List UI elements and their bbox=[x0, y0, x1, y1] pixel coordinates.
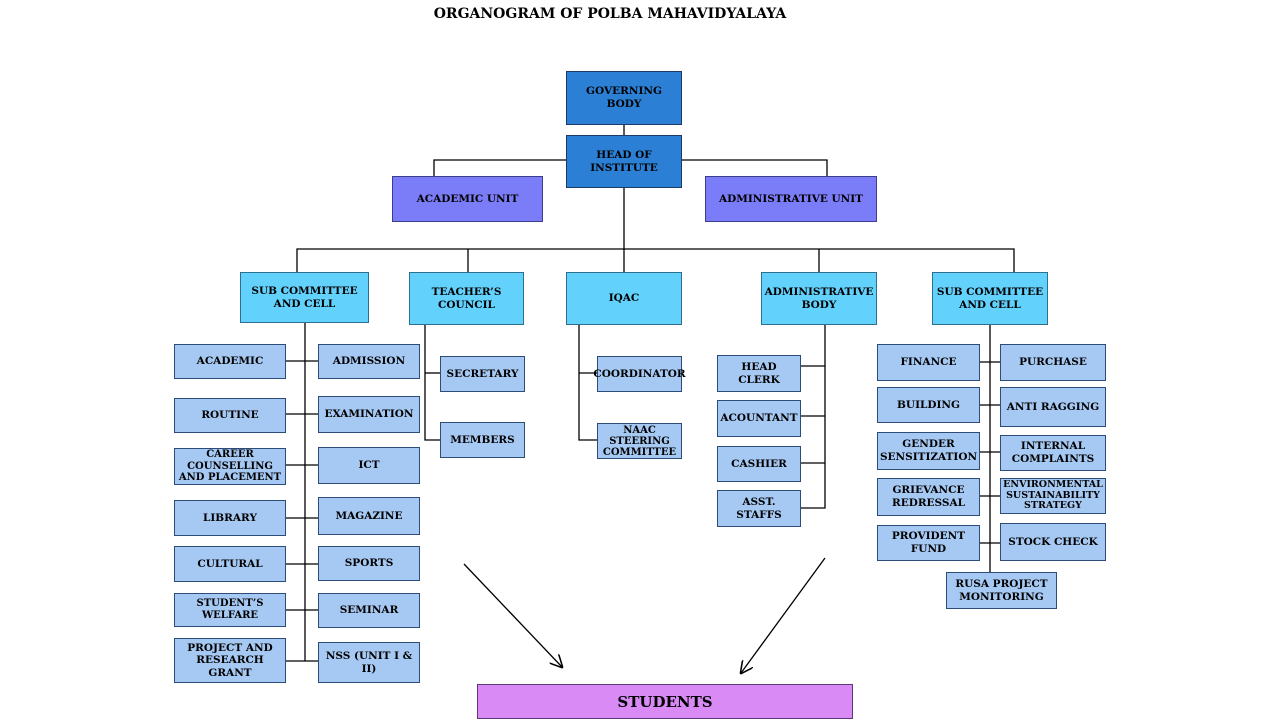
cell-magazine: MAGAZINE bbox=[318, 497, 420, 535]
cell-provident-fund: PROVIDENT FUND bbox=[877, 525, 980, 561]
cell-stock-check: STOCK CHECK bbox=[1000, 523, 1106, 561]
cell-grievance-redressal: GRIEVANCE REDRESSAL bbox=[877, 478, 980, 516]
sub-committee-left-box: SUB COMMITTEE AND CELL bbox=[240, 272, 369, 323]
cell-sports: SPORTS bbox=[318, 546, 420, 581]
cell-students-welfare: STUDENT’S WELFARE bbox=[174, 593, 286, 627]
members-box: MEMBERS bbox=[440, 422, 525, 458]
cell-building: BUILDING bbox=[877, 387, 980, 423]
page-title: ORGANOGRAM OF POLBA MAHAVIDYALAYA bbox=[433, 6, 787, 22]
acountant-box: ACOUNTANT bbox=[717, 400, 801, 437]
cell-internal-complaints: INTERNAL COMPLAINTS bbox=[1000, 435, 1106, 471]
cell-nss: NSS (UNIT I & II) bbox=[318, 642, 420, 683]
cell-library: LIBRARY bbox=[174, 500, 286, 536]
secretary-box: SECRETARY bbox=[440, 356, 525, 392]
cell-admission: ADMISSION bbox=[318, 344, 420, 379]
cell-examination: EXAMINATION bbox=[318, 396, 420, 433]
head-clerk-box: HEAD CLERK bbox=[717, 355, 801, 392]
cell-purchase: PURCHASE bbox=[1000, 344, 1106, 381]
cell-academic: ACADEMIC bbox=[174, 344, 286, 379]
cashier-box: CASHIER bbox=[717, 446, 801, 482]
cell-rusa-project-monitoring: RUSA PROJECT MONITORING bbox=[946, 572, 1057, 609]
cell-gender-sensitization: GENDER SENSITIZATION bbox=[877, 432, 980, 470]
cell-seminar: SEMINAR bbox=[318, 593, 420, 628]
cell-career-counselling: CAREER COUNSELLING AND PLACEMENT bbox=[174, 448, 286, 485]
cell-ict: ICT bbox=[318, 447, 420, 484]
cell-cultural: CULTURAL bbox=[174, 546, 286, 582]
iqac-box: IQAC bbox=[566, 272, 682, 325]
cell-project-research-grant: PROJECT AND RESEARCH GRANT bbox=[174, 638, 286, 683]
teachers-council-box: TEACHER’S COUNCIL bbox=[409, 272, 524, 325]
academic-unit-box: ACADEMIC UNIT bbox=[392, 176, 543, 222]
governing-body-box: GOVERNING BODY bbox=[566, 71, 682, 125]
coordinator-box: COORDINATOR bbox=[593, 356, 686, 392]
students-box: STUDENTS bbox=[477, 684, 853, 719]
sub-committee-right-box: SUB COMMITTEE AND CELL bbox=[932, 272, 1048, 325]
naac-steering-committee-box: NAAC STEERING COMMITTEE bbox=[597, 423, 682, 459]
administrative-body-box: ADMINISTRATIVE BODY bbox=[761, 272, 877, 325]
head-of-institute-box: HEAD OF INSTITUTE bbox=[566, 135, 682, 188]
administrative-unit-box: ADMINISTRATIVE UNIT bbox=[705, 176, 877, 222]
cell-finance: FINANCE bbox=[877, 344, 980, 381]
cell-environmental-sustainability: ENVIRONMENTAL SUSTAINABILITY STRATEGY bbox=[1000, 478, 1106, 514]
asst-staffs-box: ASST. STAFFS bbox=[717, 490, 801, 527]
cell-anti-ragging: ANTI RAGGING bbox=[1000, 387, 1106, 427]
cell-routine: ROUTINE bbox=[174, 398, 286, 433]
